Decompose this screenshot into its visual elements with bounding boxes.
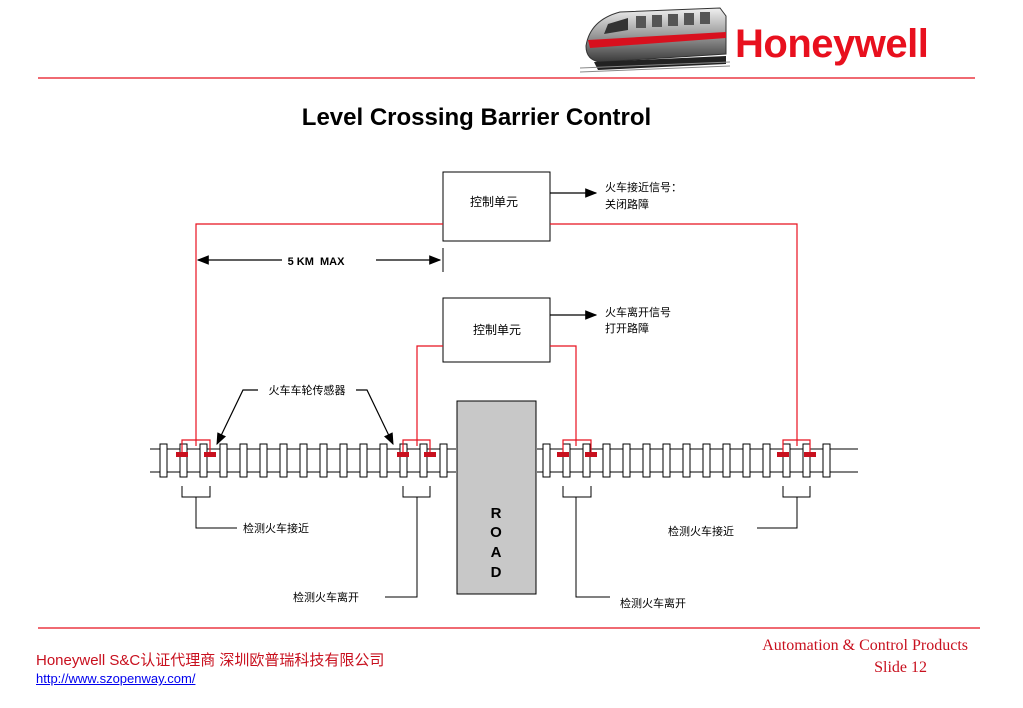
sleeper (662, 443, 671, 478)
control-unit-top-label: 控制单元 (470, 195, 518, 209)
wheel-sensors (176, 439, 816, 457)
wheel-sensor-label: 火车车轮传感器 (269, 383, 346, 397)
sleeper (602, 443, 611, 478)
sleeper (179, 443, 188, 478)
road (456, 400, 537, 595)
sleeper (782, 443, 791, 478)
sleeper (259, 443, 268, 478)
detect-approach-left-label: 检测火车接近 (243, 521, 309, 535)
sleeper (622, 443, 631, 478)
sleeper (542, 443, 551, 478)
wheel-sensor-leader-left (216, 389, 258, 446)
sleeper (359, 443, 368, 478)
leave-signal-label-1: 火车离开信号 (605, 305, 671, 319)
detect-leave-left-label: 检测火车离开 (293, 590, 359, 604)
footer-company: Honeywell S&C认证代理商 深圳欧普瑞科技有限公司 (36, 652, 385, 669)
honeywell-logo: Honeywell (735, 22, 929, 66)
footer-slide-number: Slide 12 (874, 659, 927, 676)
sleeper (219, 443, 228, 478)
leave-signal-label-2: 打开路障 (605, 321, 649, 335)
footer-product: Automation & Control Products (762, 637, 968, 654)
control-unit-bottom-box (442, 297, 551, 363)
approach-signal-label-1: 火车接近信号： (605, 180, 682, 194)
sleeper (762, 443, 771, 478)
sleeper (339, 443, 348, 478)
road-letter: O (490, 524, 502, 541)
sleeper (379, 443, 388, 478)
road-letter: A (491, 544, 502, 561)
sleeper (642, 443, 651, 478)
road-letter: R (491, 505, 502, 522)
sleeper (279, 443, 288, 478)
road-label: R O A D (490, 505, 502, 581)
sleeper (419, 443, 428, 478)
train-logo-icon (580, 7, 730, 73)
sleeper (822, 443, 831, 478)
sleeper (702, 443, 711, 478)
control-unit-bottom-label: 控制单元 (473, 323, 521, 337)
approach-signal-label-2: 关闭路障 (605, 197, 649, 211)
sleeper (239, 443, 248, 478)
sleepers (159, 443, 831, 478)
detect-approach-right-label: 检测火车接近 (668, 524, 734, 538)
sleeper (199, 443, 208, 478)
sleeper (299, 443, 308, 478)
sleeper (159, 443, 168, 478)
sleeper (319, 443, 328, 478)
distance-label: 5 KM MAX (288, 256, 346, 268)
road-letter: D (491, 564, 502, 581)
sleeper (582, 443, 591, 478)
page-title: Level Crossing Barrier Control (301, 104, 652, 131)
sleeper (562, 443, 571, 478)
sleeper (682, 443, 691, 478)
wheel-sensor-leader-right (356, 389, 394, 446)
detection-brackets (181, 486, 811, 598)
sleeper (802, 443, 811, 478)
sleeper (439, 443, 448, 478)
sleeper (722, 443, 731, 478)
approach-wires (195, 223, 798, 446)
sleeper (742, 443, 751, 478)
detect-leave-right-label: 检测火车离开 (620, 596, 686, 610)
footer-url-link[interactable]: http://www.szopenway.com/ (36, 671, 196, 686)
control-unit-top-box (442, 171, 551, 242)
